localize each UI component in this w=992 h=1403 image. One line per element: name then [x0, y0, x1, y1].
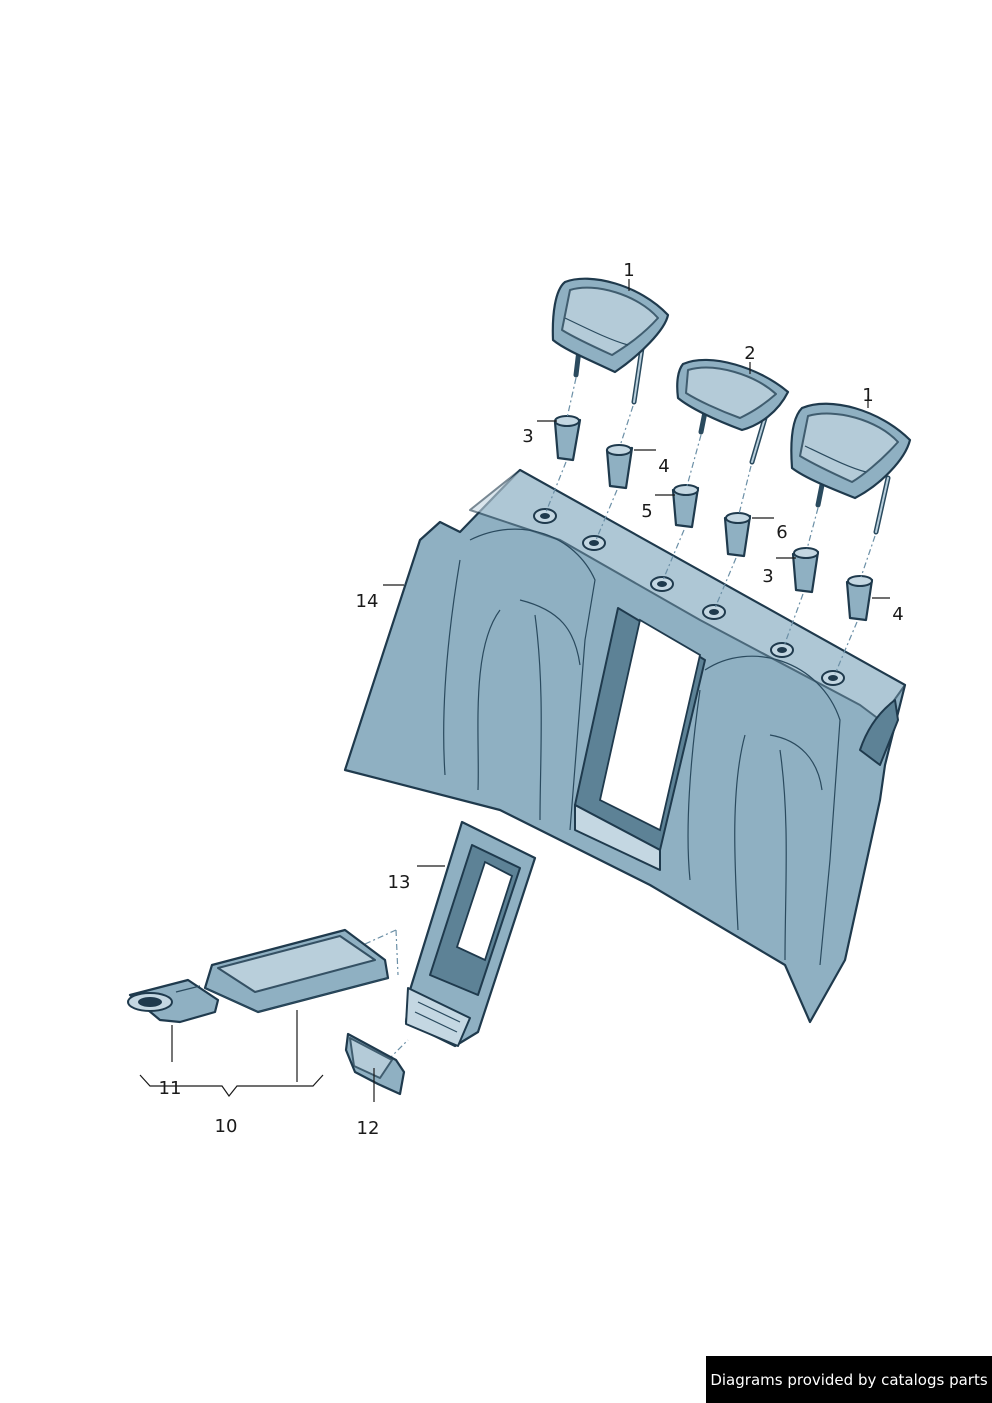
- callout-4-right: 4: [892, 604, 903, 625]
- callout-1-left: 1: [623, 260, 634, 281]
- armrest-cover: [344, 1032, 406, 1096]
- callout-2: 2: [744, 343, 755, 364]
- callout-4-left: 4: [658, 456, 669, 477]
- armrest-frame: [404, 820, 537, 1048]
- backrest: [343, 468, 907, 1024]
- callout-12: 12: [357, 1118, 380, 1139]
- guide-sleeves: [553, 415, 874, 622]
- callout-labels: 1 2 1 3 4 5 6 3 4 14 13 11 10 12: [159, 260, 904, 1139]
- armrest-cushion: [203, 928, 390, 1014]
- headrest-right: [790, 402, 912, 535]
- leader-lines: [139, 279, 890, 1102]
- callout-3-left: 3: [522, 426, 533, 447]
- headrest-left: [551, 277, 670, 405]
- callout-6: 6: [776, 522, 787, 543]
- callout-14: 14: [356, 591, 379, 612]
- headrest-center: [676, 358, 790, 465]
- diagram-credit-footer: Diagrams provided by catalogs parts: [706, 1356, 992, 1403]
- callout-1-right: 1: [862, 385, 873, 406]
- callout-3-right: 3: [762, 566, 773, 587]
- cup-holder: [127, 978, 220, 1024]
- callout-11: 11: [159, 1078, 182, 1099]
- callout-10: 10: [215, 1116, 238, 1137]
- callout-5: 5: [641, 501, 652, 522]
- headrest-sockets: [533, 508, 845, 686]
- callout-13: 13: [388, 872, 411, 893]
